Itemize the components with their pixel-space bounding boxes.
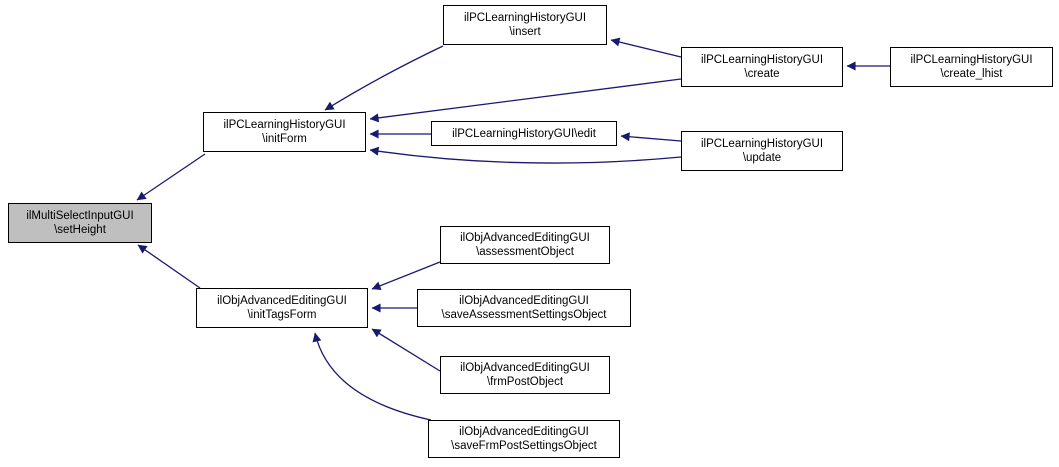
node-saveassessmentsettingsobject[interactable]: ilObjAdvancedEditingGUI \saveAssessmentS… — [417, 289, 631, 327]
node-label: \frmPostObject — [486, 376, 564, 388]
node-label: \initTagsForm — [247, 309, 317, 321]
node-frmpostobject[interactable]: ilObjAdvancedEditingGUI \frmPostObject — [440, 356, 610, 394]
node-label: ilPCLearningHistoryGUI\edit — [452, 127, 596, 140]
node-label: ilObjAdvancedEditingGUI — [460, 362, 590, 374]
edge-frmpostobject-to-inittagsform — [371, 328, 441, 372]
edge-initform-to-setheight — [136, 153, 206, 201]
node-inittagsform[interactable]: ilObjAdvancedEditingGUI \initTagsForm — [196, 288, 368, 328]
node-label: \saveAssessmentSettingsObject — [441, 309, 607, 321]
edge-update-to-edit — [620, 132, 682, 142]
node-insert[interactable]: ilPCLearningHistoryGUI \insert — [443, 5, 607, 45]
node-label: ilObjAdvancedEditingGUI — [460, 232, 590, 244]
node-label: ilPCLearningHistoryGUI — [463, 12, 587, 24]
node-assessmentobject[interactable]: ilObjAdvancedEditingGUI \assessmentObjec… — [440, 226, 610, 264]
node-label: \saveFrmPostSettingsObject — [451, 440, 597, 452]
node-initform[interactable]: ilPCLearningHistoryGUI \initForm — [203, 112, 366, 152]
node-label: ilPCLearningHistoryGUI — [700, 138, 824, 150]
node-label: \assessmentObject — [476, 246, 574, 258]
node-label: \update — [742, 152, 782, 164]
node-savefrmpostsettingsobject[interactable]: ilObjAdvancedEditingGUI \saveFrmPostSett… — [428, 420, 620, 458]
node-label: \setHeight — [54, 224, 106, 236]
edge-create-to-initform — [369, 78, 682, 123]
edge-insert-to-initform — [324, 45, 444, 111]
node-label: ilObjAdvancedEditingGUI — [217, 295, 347, 307]
node-label: ilPCLearningHistoryGUI — [910, 54, 1033, 66]
node-label: ilObjAdvancedEditingGUI — [459, 295, 589, 307]
edge-update-to-initform — [369, 146, 682, 164]
edge-savefrmpostsettingsobject-to-inittagsform — [312, 332, 432, 421]
node-create[interactable]: ilPCLearningHistoryGUI \create — [681, 47, 843, 87]
node-setheight[interactable]: ilMultiSelectInputGUI \setHeight — [8, 203, 152, 243]
node-label: \insert — [509, 26, 541, 38]
node-edit[interactable]: ilPCLearningHistoryGUI\edit — [431, 121, 617, 146]
node-label: ilPCLearningHistoryGUI — [223, 119, 346, 131]
node-label: \initForm — [262, 133, 307, 145]
edge-create-to-insert — [610, 37, 682, 58]
edge-assessmentobject-to-inittagsform — [371, 261, 441, 291]
node-create-lhist[interactable]: ilPCLearningHistoryGUI \create_lhist — [890, 47, 1053, 87]
node-label: ilPCLearningHistoryGUI — [700, 54, 824, 66]
edge-inittagsform-to-setheight — [137, 244, 201, 289]
node-label: ilMultiSelectInputGUI — [26, 210, 134, 222]
node-label: \create_lhist — [940, 68, 1003, 80]
node-label: ilObjAdvancedEditingGUI — [459, 426, 589, 438]
node-update[interactable]: ilPCLearningHistoryGUI \update — [681, 131, 843, 171]
node-label: \create — [744, 68, 780, 80]
